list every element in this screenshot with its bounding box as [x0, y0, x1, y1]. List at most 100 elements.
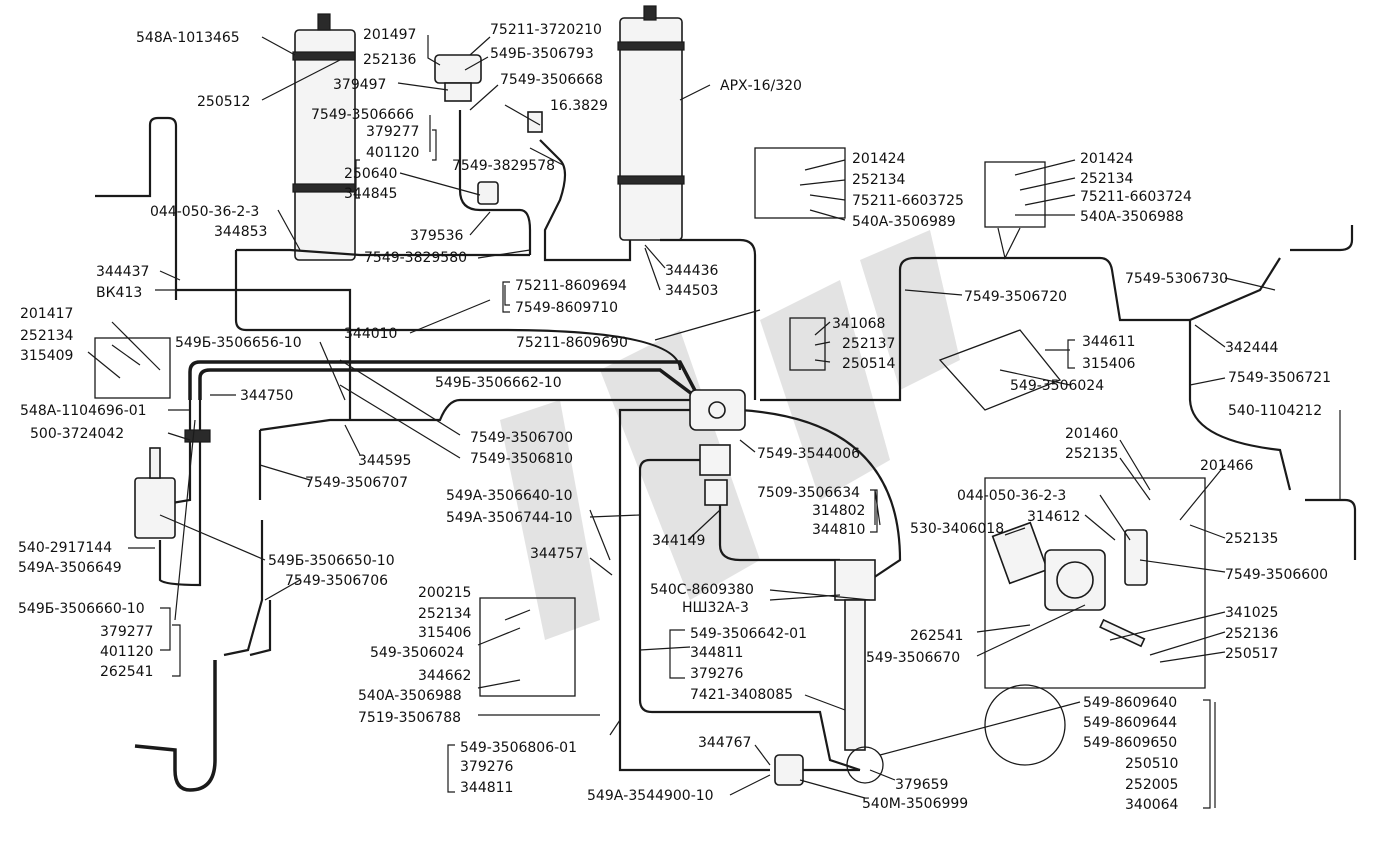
part-label: 7549-3506666	[311, 107, 414, 123]
part-label: 201417	[20, 306, 73, 322]
part-label: 250514	[842, 356, 896, 372]
part-label: 540А-3506988	[1080, 209, 1184, 225]
part-label: 344437	[96, 264, 149, 280]
part-label: 262541	[910, 628, 963, 644]
part-label: АРХ-16/320	[720, 78, 802, 94]
part-label: 344010	[344, 326, 397, 342]
part-label: 344767	[698, 735, 751, 751]
part-label: 379277	[366, 124, 419, 140]
part-label: 540С-8609380	[650, 582, 754, 598]
part-label: 344436	[665, 263, 719, 279]
part-label: 549Б-3506660-10	[18, 601, 145, 617]
part-label: 252135	[1065, 446, 1118, 462]
pump-detail-frame	[984, 477, 1206, 689]
part-label: 314612	[1027, 509, 1080, 525]
part-label: 540-2917144	[18, 540, 112, 556]
part-label: 7549-3506721	[1228, 370, 1331, 386]
part-label: 252135	[1225, 531, 1278, 547]
part-label: 16.3829	[550, 98, 608, 114]
part-label: 549А-3506744-10	[446, 510, 573, 526]
part-label: 7519-3506788	[358, 710, 461, 726]
accumulator-left	[292, 13, 356, 261]
part-label: 75211-6603724	[1080, 189, 1192, 205]
detail-frame-clamps	[94, 147, 1066, 766]
part-label: ВК413	[96, 285, 142, 301]
part-label: 044-050-36-2-3	[150, 204, 259, 220]
part-label: 252137	[842, 336, 895, 352]
part-label: 549Б-3506793	[490, 46, 594, 62]
part-label: 252134	[1080, 171, 1134, 187]
part-label: 7549-3506810	[470, 451, 573, 467]
part-label: 7549-3506720	[964, 289, 1067, 305]
part-label: 7549-3506707	[305, 475, 408, 491]
part-label: 7549-3506706	[285, 573, 388, 589]
part-label: 201497	[363, 27, 416, 43]
part-label: 344662	[418, 668, 471, 684]
part-label: 344149	[652, 533, 705, 549]
part-label: 341025	[1225, 605, 1278, 621]
part-label: 379497	[333, 77, 386, 93]
part-label: 540А-3506989	[852, 214, 956, 230]
part-label: 549А-3506640-10	[446, 488, 573, 504]
part-label: 201424	[852, 151, 906, 167]
pipework	[95, 110, 1357, 792]
part-label: 344595	[358, 453, 411, 469]
pressure-switch	[434, 54, 543, 205]
part-label: 500-3724042	[30, 426, 124, 442]
part-label: 75211-8609690	[516, 335, 628, 351]
steering-pump	[834, 559, 884, 784]
part-label: 549-3506806-01	[460, 740, 577, 756]
part-label: 549Б-3506662-10	[435, 375, 562, 391]
part-label: 548А-1104696-01	[20, 403, 147, 419]
part-label: 7549-8609710	[515, 300, 618, 316]
part-label: 252134	[418, 606, 472, 622]
part-label: 344811	[690, 645, 743, 661]
part-label: 549-3506024	[1010, 378, 1104, 394]
part-label: 250517	[1225, 646, 1278, 662]
part-label: 7549-3544006	[757, 446, 860, 462]
part-label: 7549-3506668	[500, 72, 603, 88]
part-label: 201424	[1080, 151, 1134, 167]
part-label: 7549-3829580	[364, 250, 467, 266]
part-label: 315406	[418, 625, 472, 641]
part-label: НШ32А-3	[682, 600, 749, 616]
part-label: 7549-5306730	[1125, 271, 1228, 287]
part-label: 75211-3720210	[490, 22, 602, 38]
part-label: 340064	[1125, 797, 1179, 813]
part-label: 044-050-36-2-3	[957, 488, 1066, 504]
part-label: 344810	[812, 522, 865, 538]
part-label: 344757	[530, 546, 583, 562]
part-label: 549-3506024	[370, 645, 464, 661]
part-label: 315406	[1082, 356, 1136, 372]
part-label: 540А-3506988	[358, 688, 462, 704]
part-label: 200215	[418, 585, 471, 601]
part-label: 252136	[363, 52, 417, 68]
part-label: 549А-3506649	[18, 560, 122, 576]
part-label: 549Б-3506650-10	[268, 553, 395, 569]
part-label: 549-3506670	[866, 650, 960, 666]
accumulator-right	[617, 5, 685, 241]
distribution-block	[689, 389, 746, 506]
part-label: 344811	[460, 780, 513, 796]
part-label: 7549-3506600	[1225, 567, 1328, 583]
part-label: 344845	[344, 186, 397, 202]
part-label: 314802	[812, 503, 865, 519]
part-label: 344611	[1082, 334, 1135, 350]
part-label: 401120	[100, 644, 153, 660]
part-label: 540-1104212	[1228, 403, 1322, 419]
label-brackets	[172, 129, 1211, 809]
part-label: 344503	[665, 283, 718, 299]
part-label: 262541	[100, 664, 153, 680]
part-label: 7421-3408085	[690, 687, 793, 703]
hydraulic-cylinder	[134, 429, 211, 539]
part-label: 549А-3544900-10	[587, 788, 714, 804]
part-label: 379659	[895, 777, 948, 793]
part-label: 344750	[240, 388, 293, 404]
part-label: 201466	[1200, 458, 1254, 474]
part-label: 250512	[197, 94, 250, 110]
part-label: 379277	[100, 624, 153, 640]
part-label: 341068	[832, 316, 885, 332]
part-label: 530-3406018	[910, 521, 1004, 537]
part-label: 401120	[366, 145, 419, 161]
